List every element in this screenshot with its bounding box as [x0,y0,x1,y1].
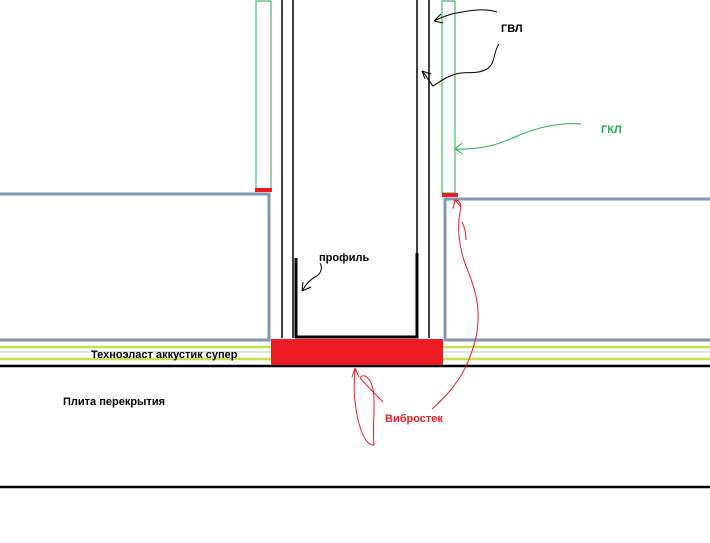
gvl-arrow-upper-head [433,13,444,24]
vibrostek-arrow-upper [431,199,479,410]
vibrostek-arrow-lower-head [351,367,360,378]
vibrostek-pad [271,339,443,365]
gvl-arrow-upper [433,9,498,22]
membrane-label: Техноэласт аккустик супер [91,349,238,361]
gvl-label: ГВЛ [501,23,523,35]
gkl-arrow-head [454,142,464,155]
gvl-arrow-lower-head [421,70,432,80]
floor-outline-right [443,197,710,342]
gvl-arrow-lower [421,43,500,87]
profile-arrow [301,262,322,292]
vibrostek-label: Вибростек [385,413,443,425]
gkl-board-left [255,0,272,190]
gkl-gasket-right [442,193,458,197]
profile-arrow-head [301,281,312,292]
gkl-board-right [441,0,456,194]
vibrostek-arrow-upper-head [452,199,467,241]
vibrostek-arrow-lower [353,367,384,446]
gkl-gasket-left [255,188,272,192]
gkl-label: ГКЛ [601,124,622,136]
u-profile [294,253,419,339]
profile-label: профиль [319,252,369,264]
slab-label: Плита перекрытия [63,396,165,408]
floor-outline-left [0,192,271,342]
gkl-arrow [454,123,582,150]
